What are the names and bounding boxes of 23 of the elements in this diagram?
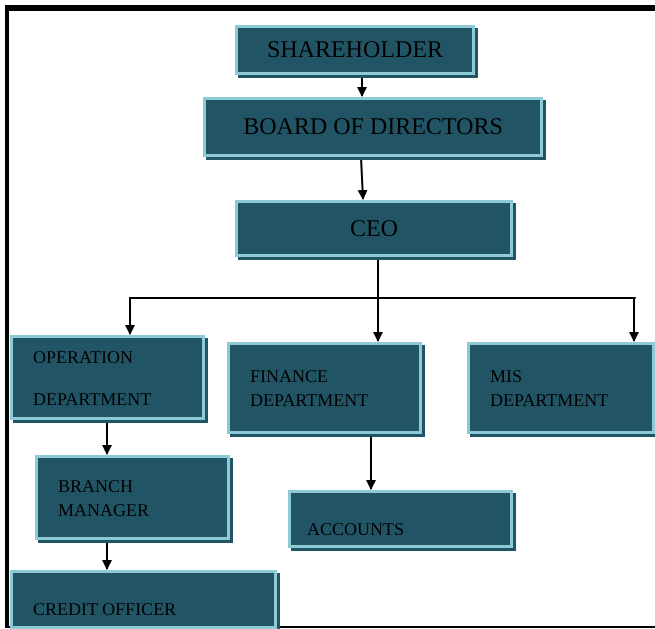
box-label: ACCOUNTS: [307, 518, 404, 540]
org-box: [235, 25, 475, 75]
box-label: FINANCE DEPARTMENT: [250, 365, 370, 412]
arrow: [366, 434, 376, 490]
arrow: [357, 75, 367, 97]
arrow: [377, 257, 639, 342]
org-box: [235, 200, 513, 257]
box-label: OPERATION DEPARTMENT: [33, 346, 152, 410]
box-label: CEO: [350, 214, 398, 244]
box-label: MIS DEPARTMENT: [490, 365, 610, 412]
org-box: [467, 342, 655, 434]
box-label: BOARD OF DIRECTORS: [243, 113, 503, 142]
box-label: BRANCH MANAGER: [58, 474, 150, 522]
arrow: [102, 420, 112, 455]
org-box: [10, 335, 205, 420]
arrow: [102, 540, 112, 570]
box-label: CREDIT OFFICER: [33, 598, 176, 621]
org-box: [10, 570, 277, 629]
org-box: [288, 490, 513, 548]
org-box: [35, 455, 230, 540]
org-box: [227, 342, 422, 434]
box-label: SHAREHOLDER: [266, 36, 443, 65]
org-box: [203, 97, 543, 157]
